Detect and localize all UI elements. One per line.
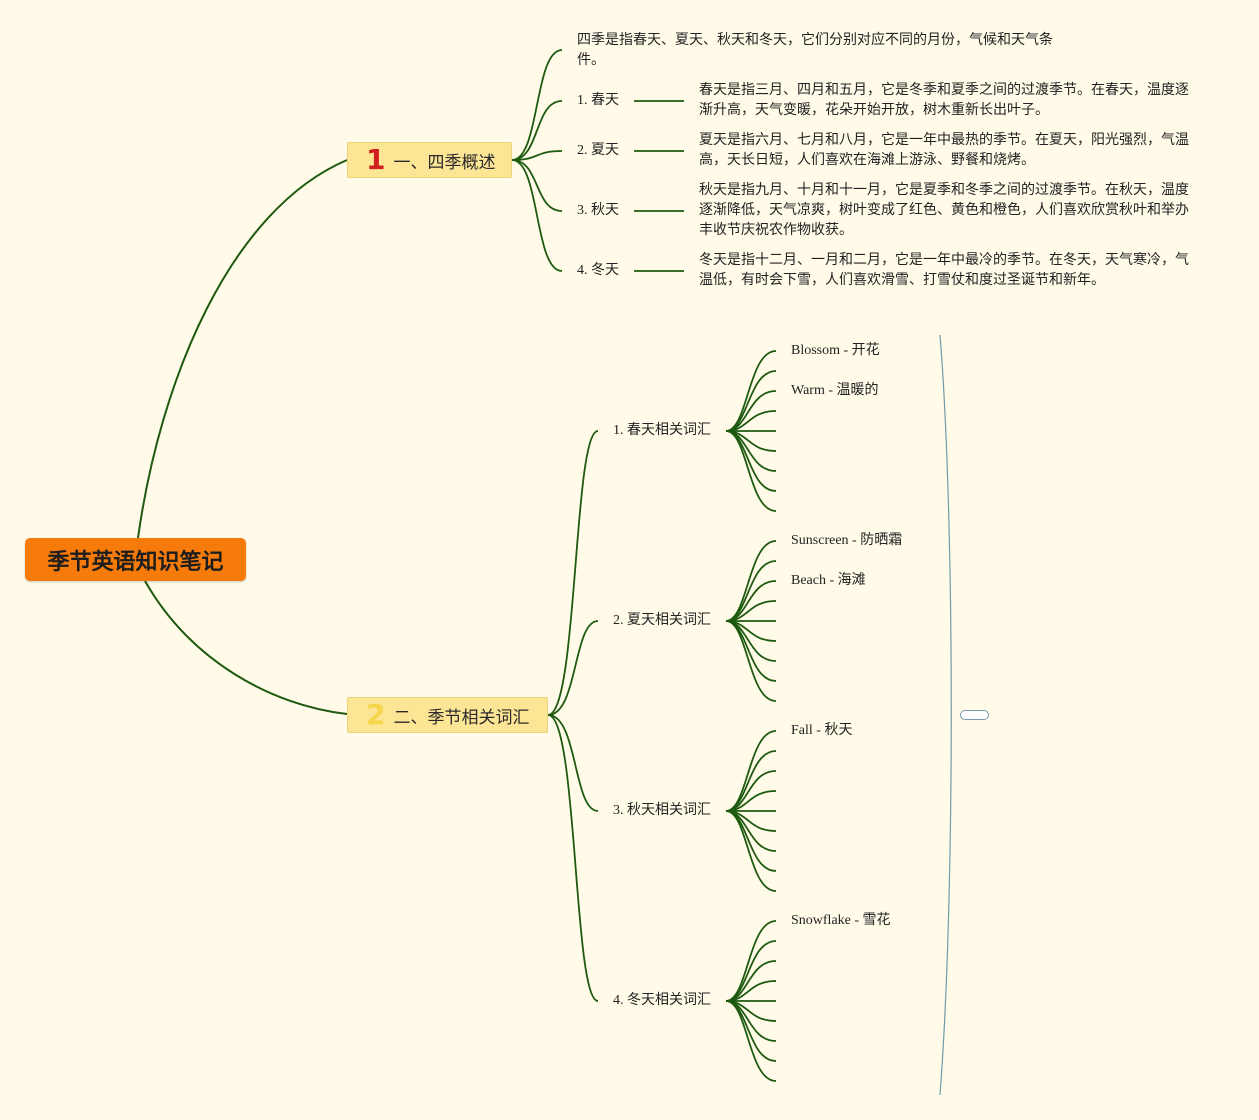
word-branch-line — [725, 370, 777, 432]
root-topic[interactable]: 季节英语知识笔记 — [25, 538, 246, 581]
vocab-group-summer[interactable]: 2. 夏天相关词汇 — [613, 613, 711, 628]
word-branch-line — [725, 620, 777, 682]
overview-intro[interactable]: 四季是指春天、夏天、秋天和冬天，它们分别对应不同的月份，气候和天气条件。 — [577, 33, 1053, 68]
vocab-word[interactable]: Snowflake - 雪花 — [791, 913, 891, 928]
season-summer[interactable]: 2. 夏天 — [577, 143, 619, 158]
vocabulary-child-line — [547, 714, 599, 812]
vocab-group-winter[interactable]: 4. 冬天相关词汇 — [613, 993, 711, 1008]
branch-vocabulary-label: 二、季节相关词汇 — [393, 707, 530, 728]
word-branch-line — [725, 810, 777, 872]
word-branch-line — [725, 1000, 777, 1082]
number-2-icon: 2 — [366, 698, 386, 731]
word-branch-line — [725, 1000, 777, 1062]
summer-description[interactable]: 夏天是指六月、七月和八月，它是一年中最热的季节。在夏天，阳光强烈，气温高，天长日… — [699, 133, 1189, 168]
word-branch-line — [725, 430, 777, 492]
overview-child-line — [511, 150, 563, 161]
spring-description[interactable]: 春天是指三月、四月和五月，它是冬季和夏季之间的过渡季节。在春天，温度逐渐升高，天… — [699, 83, 1189, 118]
branch-overview[interactable]: 1 一、四季概述 — [347, 142, 512, 178]
branch-overview-label: 一、四季概述 — [393, 152, 496, 173]
overview-child-line — [511, 159, 563, 212]
branch-vocabulary[interactable]: 2 二、季节相关词汇 — [347, 697, 548, 733]
overview-child-line — [511, 159, 563, 272]
word-branch-line — [725, 430, 777, 512]
number-1-icon: 1 — [366, 143, 386, 176]
vocabulary-child-line — [547, 430, 599, 716]
season-winter[interactable]: 4. 冬天 — [577, 263, 619, 278]
overview-child-line — [511, 100, 563, 161]
root-to-overview-line — [137, 159, 348, 539]
word-branch-line — [725, 750, 777, 812]
summary-bracket — [939, 334, 952, 1096]
root-to-vocabulary-line — [144, 580, 348, 715]
word-branch-line — [725, 560, 777, 622]
vocabulary-child-line — [547, 714, 599, 1002]
word-branch-line — [725, 810, 777, 892]
root-title: 季节英语知识笔记 — [47, 549, 224, 575]
vocab-word[interactable]: Sunscreen - 防晒霜 — [791, 533, 903, 548]
summary-collapse-handle[interactable] — [960, 710, 989, 720]
word-branch-line — [725, 940, 777, 1002]
vocab-word[interactable]: Fall - 秋天 — [791, 723, 853, 738]
season-autumn[interactable]: 3. 秋天 — [577, 203, 619, 218]
season-spring[interactable]: 1. 春天 — [577, 93, 619, 108]
vocab-group-spring[interactable]: 1. 春天相关词汇 — [613, 423, 711, 438]
vocab-group-autumn[interactable]: 3. 秋天相关词汇 — [613, 803, 711, 818]
vocab-word[interactable]: Beach - 海滩 — [791, 573, 866, 588]
overview-child-line — [511, 49, 563, 161]
vocabulary-child-line — [547, 620, 599, 716]
vocab-word[interactable]: Warm - 温暖的 — [791, 383, 879, 398]
autumn-description[interactable]: 秋天是指九月、十月和十一月，它是夏季和冬季之间的过渡季节。在秋天，温度逐渐降低，… — [699, 183, 1189, 238]
word-branch-line — [725, 620, 777, 702]
vocab-word[interactable]: Blossom - 开花 — [791, 343, 880, 358]
winter-description[interactable]: 冬天是指十二月、一月和二月，它是一年中最冷的季节。在冬天，天气寒冷，气温低，有时… — [699, 253, 1189, 288]
